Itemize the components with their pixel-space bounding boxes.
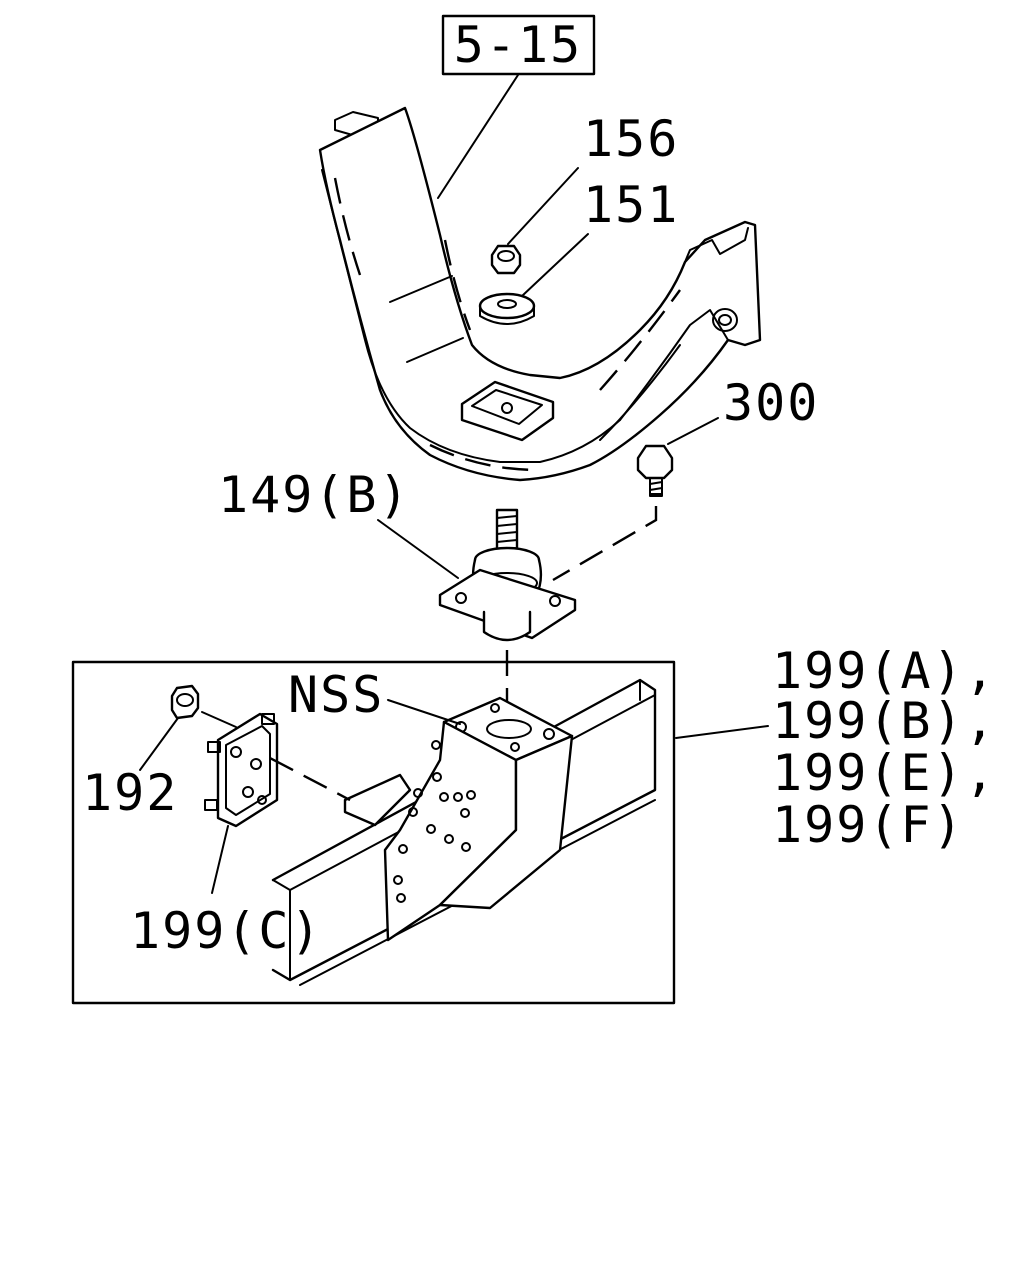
label-199b[interactable]: 199(B),: [772, 692, 997, 750]
plate-alignment-line: [269, 756, 351, 802]
label-199f[interactable]: 199(F): [772, 796, 965, 854]
leader-149b: [377, 519, 459, 579]
leader-199c: [211, 825, 229, 894]
reference-leader-line: [437, 74, 519, 199]
label-156[interactable]: 156: [583, 110, 679, 168]
label-199e[interactable]: 199(E),: [772, 744, 997, 802]
inset-frame-box: [71, 660, 676, 1005]
leader-199-group: [675, 725, 769, 739]
label-199c[interactable]: 199(C): [130, 902, 323, 960]
label-151[interactable]: 151: [583, 176, 679, 234]
nut-alignment-line: [201, 711, 237, 728]
bolt-alignment-line: [552, 506, 658, 582]
label-300[interactable]: 300: [723, 374, 819, 432]
part-151-washer[interactable]: [478, 292, 536, 325]
upper-mounting-bracket: [318, 106, 762, 482]
label-192[interactable]: 192: [82, 764, 178, 822]
part-149b-engine-mount[interactable]: [438, 508, 577, 642]
reference-box[interactable]: 5-15: [441, 14, 596, 76]
label-199a[interactable]: 199(A),: [772, 642, 997, 700]
leader-151: [521, 233, 589, 297]
frame-mount-bracket: [343, 696, 574, 942]
part-156-nut[interactable]: [490, 244, 522, 275]
part-199c-side-plate[interactable]: [204, 712, 279, 828]
leader-156: [507, 167, 579, 245]
leader-192: [139, 717, 179, 771]
leader-nss: [387, 699, 461, 725]
part-300-bolt[interactable]: [636, 444, 674, 497]
part-192-nut[interactable]: [170, 684, 200, 720]
leader-300: [667, 417, 719, 445]
label-nss[interactable]: NSS: [288, 666, 384, 724]
reference-label: 5-15: [454, 16, 582, 74]
label-149b[interactable]: 149(B): [218, 466, 411, 524]
